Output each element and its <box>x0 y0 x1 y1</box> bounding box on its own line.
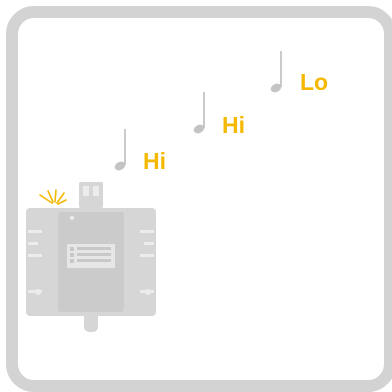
tone-label-3: Lo <box>300 71 328 94</box>
quarter-note-icon <box>268 48 288 96</box>
device-module-icon <box>22 178 162 338</box>
signal-spark-icon <box>40 190 66 204</box>
tone-label-2: Hi <box>222 114 245 137</box>
tone-label-1: Hi <box>143 150 166 173</box>
quarter-note-icon <box>191 89 211 137</box>
quarter-note-icon <box>112 126 132 174</box>
